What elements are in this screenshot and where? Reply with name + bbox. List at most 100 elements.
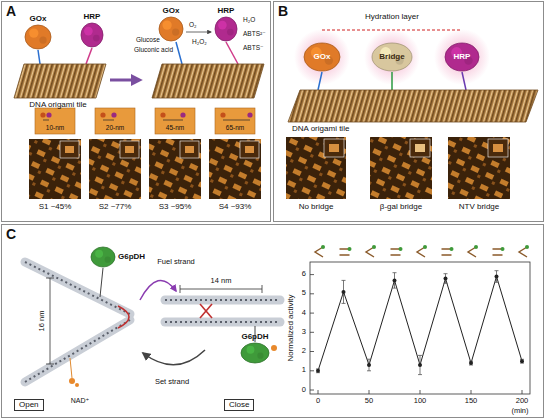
afm-image [324, 139, 344, 157]
enzyme-tether [176, 42, 182, 64]
spacing-thumbnail [160, 112, 165, 117]
afm-image [448, 137, 510, 199]
axis-tick: 150 [465, 397, 478, 405]
enzyme-outline [80, 22, 104, 48]
state-icon-enzyme [372, 245, 376, 249]
set-arrow [143, 350, 205, 365]
enzyme-shade [95, 250, 103, 258]
hydration-line [322, 30, 462, 31]
state-icon-enzyme [474, 245, 478, 249]
hydration-halo [294, 29, 350, 85]
enzyme-outline [240, 342, 270, 364]
spacing-thumbnail [103, 120, 114, 121]
enzyme-shape [215, 17, 237, 41]
spacing-thumbnail [95, 108, 135, 134]
dna-tweezer-closed [165, 318, 280, 327]
dna-tweezer-closed [165, 296, 280, 305]
dna-tweezer-open [118, 306, 129, 328]
spacing-thumbnail [247, 112, 252, 117]
state-icon-enzyme [321, 245, 325, 249]
enzyme-label: GOx [314, 53, 331, 61]
axis-tick: 6 [302, 270, 306, 278]
enzyme-shape [91, 247, 115, 267]
yield-label: S1 ~45% [39, 203, 72, 211]
spacing-thumbnail [100, 112, 105, 117]
spacing-thumbnail [35, 108, 75, 134]
data-point [316, 275, 524, 373]
enzyme-shade [227, 29, 234, 36]
spacing-thumbnail [40, 112, 45, 117]
spacing-thumbnail [223, 120, 250, 121]
cofactor-label: NAD⁺ [71, 397, 89, 404]
dna-tweezer-open [25, 262, 130, 314]
enzyme-blob: G6pDH [90, 246, 116, 268]
dna-tweezer-closed [271, 345, 277, 351]
enzyme-shape [25, 25, 51, 49]
enzyme-tether [318, 72, 466, 90]
enzyme-blob: GOx [24, 24, 52, 50]
spacing-thumbnail [155, 108, 195, 134]
fuel-arrow [140, 280, 176, 300]
enzyme-blob: HRP [444, 42, 480, 72]
reaction-label: H₂O [243, 17, 255, 24]
bridge-label: NTV bridge [459, 203, 499, 211]
enzyme-blob: HRP [80, 22, 104, 48]
dna-tweezer-open [69, 378, 75, 384]
dna-tweezer-closed [180, 285, 262, 293]
hydration-label: Hydration layer [365, 13, 419, 21]
dimension-label: 14 nm [211, 277, 232, 285]
afm-image [89, 139, 141, 199]
axis-title: Normalized activity [287, 294, 295, 361]
hydration-halo [434, 29, 490, 85]
state-box: Close [224, 399, 254, 411]
bridge-label: β-gal bridge [380, 203, 422, 211]
dna-tweezer-closed [165, 321, 280, 323]
strand-label: Fuel strand [157, 258, 195, 266]
data-point [520, 359, 524, 363]
dna-tweezer-closed [165, 285, 280, 351]
panel-b-art [286, 29, 538, 199]
process-arrow [110, 79, 138, 82]
enzyme-shade [247, 346, 255, 354]
axis-tick: 3 [302, 328, 306, 336]
reaction-label: Glucose [136, 37, 160, 44]
state-label: Close [229, 401, 249, 409]
afm-image [370, 137, 432, 199]
spacing-thumbnail [43, 120, 49, 121]
afm-image [286, 137, 346, 199]
data-point [342, 290, 346, 294]
enzyme-shape [159, 17, 183, 41]
enzyme-label: GOx [163, 7, 180, 15]
state-icon-enzyme [348, 247, 352, 251]
dna-tweezer-open [75, 383, 79, 387]
axis-tick: 200 [516, 397, 529, 405]
enzyme-shape [372, 43, 412, 71]
enzyme-tether [38, 42, 238, 64]
state-icon-enzyme [525, 245, 529, 249]
dna-tweezer-closed [200, 304, 212, 318]
panel-letter: C [6, 227, 16, 241]
dna-tweezer-open [70, 358, 72, 378]
enzyme-label: G6pDH [118, 253, 145, 261]
afm-image [125, 146, 134, 153]
enzyme-tether [318, 72, 322, 90]
figure-panel: AGOxHRPGOxHRP [1, 1, 271, 222]
afm-image [60, 141, 79, 158]
afm-image [329, 144, 339, 152]
dna-tweezer-open [25, 262, 130, 314]
distance-label: 65-nm [226, 125, 244, 132]
enzyme-label: G6pDH [241, 333, 268, 341]
dna-origami-tile [288, 90, 538, 122]
data-point [495, 275, 499, 279]
enzyme-shade [172, 28, 179, 35]
distance-label: 20-nm [106, 125, 124, 132]
error-bars [316, 271, 524, 375]
dna-tweezer-open [46, 278, 54, 364]
state-icon-enzyme [501, 247, 505, 251]
spacing-thumbnail [180, 112, 185, 117]
afm-image [410, 139, 430, 157]
panel-letter: A [6, 4, 16, 18]
axis-tick: 5 [302, 289, 306, 297]
dna-tweezer-open [100, 268, 103, 297]
